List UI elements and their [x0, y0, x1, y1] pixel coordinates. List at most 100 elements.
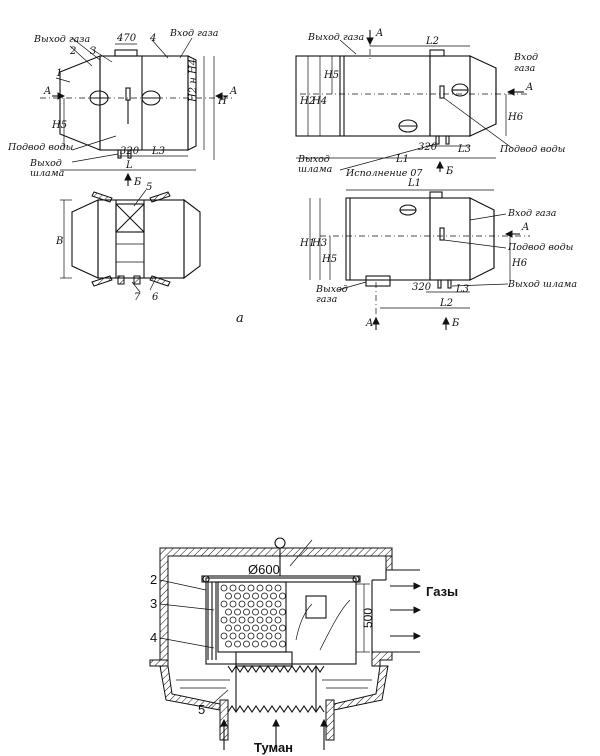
- dim-h5: H5: [323, 70, 339, 81]
- perforation-hole: [256, 632, 264, 640]
- perforation-hole: [256, 600, 264, 608]
- dim-h2-h4: H2 н H4: [188, 59, 199, 103]
- perforation-hole: [270, 592, 277, 600]
- gas-out-label-1: Выход: [315, 284, 348, 295]
- perforation-hole: [252, 592, 259, 600]
- fig-a-left-bottom-labels: B 5 7 6: [55, 182, 159, 303]
- perforation-hole: [225, 608, 232, 616]
- perforation-hole: [252, 640, 259, 648]
- dim-h6: H6: [511, 258, 528, 269]
- callout-1: 1: [56, 68, 62, 79]
- perforation-hole: [225, 592, 232, 600]
- perforation-hole: [261, 608, 268, 616]
- arrow-b-bottom-label: Б: [451, 318, 460, 329]
- perforation-hole: [247, 600, 255, 608]
- fig-a-left-bottom-view: [60, 189, 201, 293]
- dim-h5: H5: [51, 120, 67, 131]
- perforation-hole: [220, 600, 228, 608]
- water-in-label: Подвод воды: [507, 242, 574, 253]
- arrow-a-label: A: [521, 222, 529, 233]
- perforation-hole: [234, 640, 241, 648]
- perforation-hole: [229, 600, 237, 608]
- dim-320: 320: [120, 146, 140, 157]
- sludge-out-label: Выход шлама: [507, 279, 577, 290]
- callout-3: 3: [90, 46, 96, 57]
- fog-label: Туман: [254, 740, 293, 755]
- arrow-a-right-label: A: [525, 82, 533, 93]
- arrow-a-left-label: A: [43, 86, 51, 97]
- perforation-hole: [225, 624, 232, 632]
- dim-l3: L3: [151, 146, 165, 157]
- callout-5: 5: [146, 182, 152, 193]
- perforation-hole: [238, 584, 246, 592]
- perforation-hole: [238, 616, 246, 624]
- perforation-hole: [247, 584, 255, 592]
- perforation-hole: [265, 584, 273, 592]
- perforation-hole: [279, 592, 286, 600]
- arrow-a-right-label: A: [229, 86, 237, 97]
- gas-in-label-1: Вход: [513, 52, 538, 63]
- perforation-hole: [261, 624, 268, 632]
- perforation-hole: [234, 608, 241, 616]
- dim-h6: H6: [507, 112, 524, 123]
- perforation-hole: [252, 608, 259, 616]
- dim-h1: H1: [299, 238, 315, 249]
- dim-l1: L1: [407, 178, 421, 189]
- dim-h2: H2: [299, 96, 315, 107]
- perforation-hole: [234, 592, 241, 600]
- sludge-out-label-1: Выход: [297, 154, 330, 165]
- perforation-hole: [279, 624, 286, 632]
- fig-a-right-top-view: [295, 30, 530, 172]
- fig-a-left-top-labels: Выход газа Вход газа 470 4 2 3 1 A A H5 …: [7, 28, 237, 188]
- perforation-hole: [243, 592, 250, 600]
- perforation-hole: [243, 608, 250, 616]
- callout-3: 3: [150, 596, 157, 611]
- gas-in-label: Вход газа: [169, 28, 219, 39]
- callout-2: 2: [150, 572, 157, 587]
- gas-out-label: Выход газа: [307, 32, 364, 43]
- perforation-hole: [274, 584, 282, 592]
- gas-in-label-2: газа: [514, 63, 536, 74]
- arrow-b-label: Б: [445, 166, 454, 177]
- perforation-hole: [270, 640, 277, 648]
- dim-h5: H5: [321, 254, 337, 265]
- arrow-b-label: Б: [133, 177, 142, 188]
- perforation-hole: [238, 632, 246, 640]
- water-in-label: Подвод воды: [499, 144, 566, 155]
- dim-l3: L3: [457, 144, 471, 155]
- perforation-hole: [229, 632, 237, 640]
- perforation-hole: [270, 608, 277, 616]
- dim-h4: H4: [311, 96, 327, 107]
- perforation-hole: [225, 640, 232, 648]
- perforation-hole: [279, 608, 286, 616]
- fig-a-right-top-labels: Выход газа A L2 Вход газа A H2 H4 H5 H6 …: [297, 28, 566, 179]
- perforation-hole: [256, 616, 264, 624]
- perforation-hole: [265, 600, 273, 608]
- perforation-hole: [261, 592, 268, 600]
- perforation-hole: [252, 624, 259, 632]
- perforation-hole: [261, 640, 268, 648]
- dim-l2: L2: [425, 36, 439, 47]
- perforation-hole: [234, 624, 241, 632]
- gas-out-label-2: газа: [316, 294, 338, 305]
- perforation-hole: [247, 616, 255, 624]
- dim-h3: H3: [311, 238, 327, 249]
- dim-b: B: [55, 236, 63, 247]
- dim-470: 470: [116, 33, 137, 44]
- dim-320: 320: [412, 282, 432, 293]
- dim-500-label: 500: [361, 608, 375, 628]
- gas-out-label: Выход газа: [33, 34, 90, 45]
- sludge-out-label-2: шлама: [298, 164, 333, 175]
- water-in-label: Подвод воды: [7, 142, 74, 153]
- fig-a-right-bottom-labels: L1 H1 H3 H5 H6 Вход газа A Подвод воды В…: [299, 178, 577, 329]
- perforation-hole: [229, 584, 237, 592]
- fig-a-right-bottom-view: [309, 189, 530, 330]
- perforation-hole: [220, 584, 228, 592]
- callout-2: 2: [69, 46, 76, 57]
- arrow-a-top-label: A: [375, 28, 383, 39]
- perforation-hole: [274, 632, 282, 640]
- gas-in-label: Вход газа: [507, 208, 557, 219]
- callout-4: 4: [149, 33, 156, 44]
- perforation-hole: [220, 616, 228, 624]
